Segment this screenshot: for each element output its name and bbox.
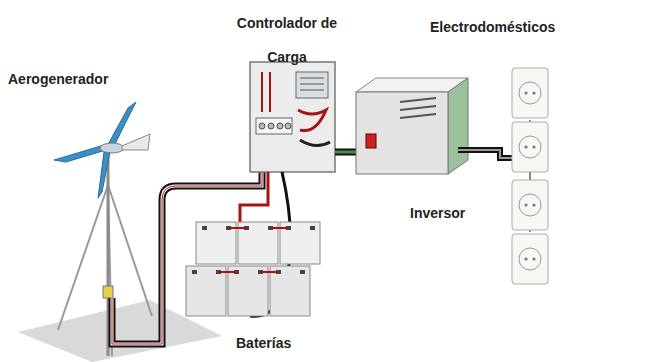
component-label: Baterías [236,334,326,352]
outlet-faces [519,82,541,270]
junction-box [103,286,113,298]
inverter-side [448,78,468,174]
inverter-wire [335,149,356,156]
inverter-vents [400,98,436,118]
controller-red-wires [262,72,270,112]
inverter-wire-core [335,151,356,154]
component-label: Electrodomésticos [430,18,600,36]
outlet-wire [458,150,512,158]
component-label: Inversor [410,204,500,222]
battery-links [219,228,288,272]
battery-posts [192,226,315,274]
component-label: Controlador de Carga [222,6,352,74]
controller-display [296,72,328,98]
inverter-body [356,92,448,174]
battery-wire-red [240,172,268,222]
charge-controller [250,62,335,172]
wall-outlets [512,68,548,284]
controller-terminals [256,118,292,134]
battery-bank [186,222,320,316]
terminal-screws [259,123,291,129]
component-label: Aerogenerador [8,70,138,88]
controller-loop-black [300,140,330,146]
controller-loop-red [298,110,326,131]
outlet-holes [524,91,535,260]
turbine-tripod [58,185,152,356]
turbine-tail [122,134,150,150]
inverter-switch [366,134,376,148]
turbine-nacelle [100,143,124,153]
outlet-wire-core [458,150,512,158]
controller-grille [300,78,324,90]
